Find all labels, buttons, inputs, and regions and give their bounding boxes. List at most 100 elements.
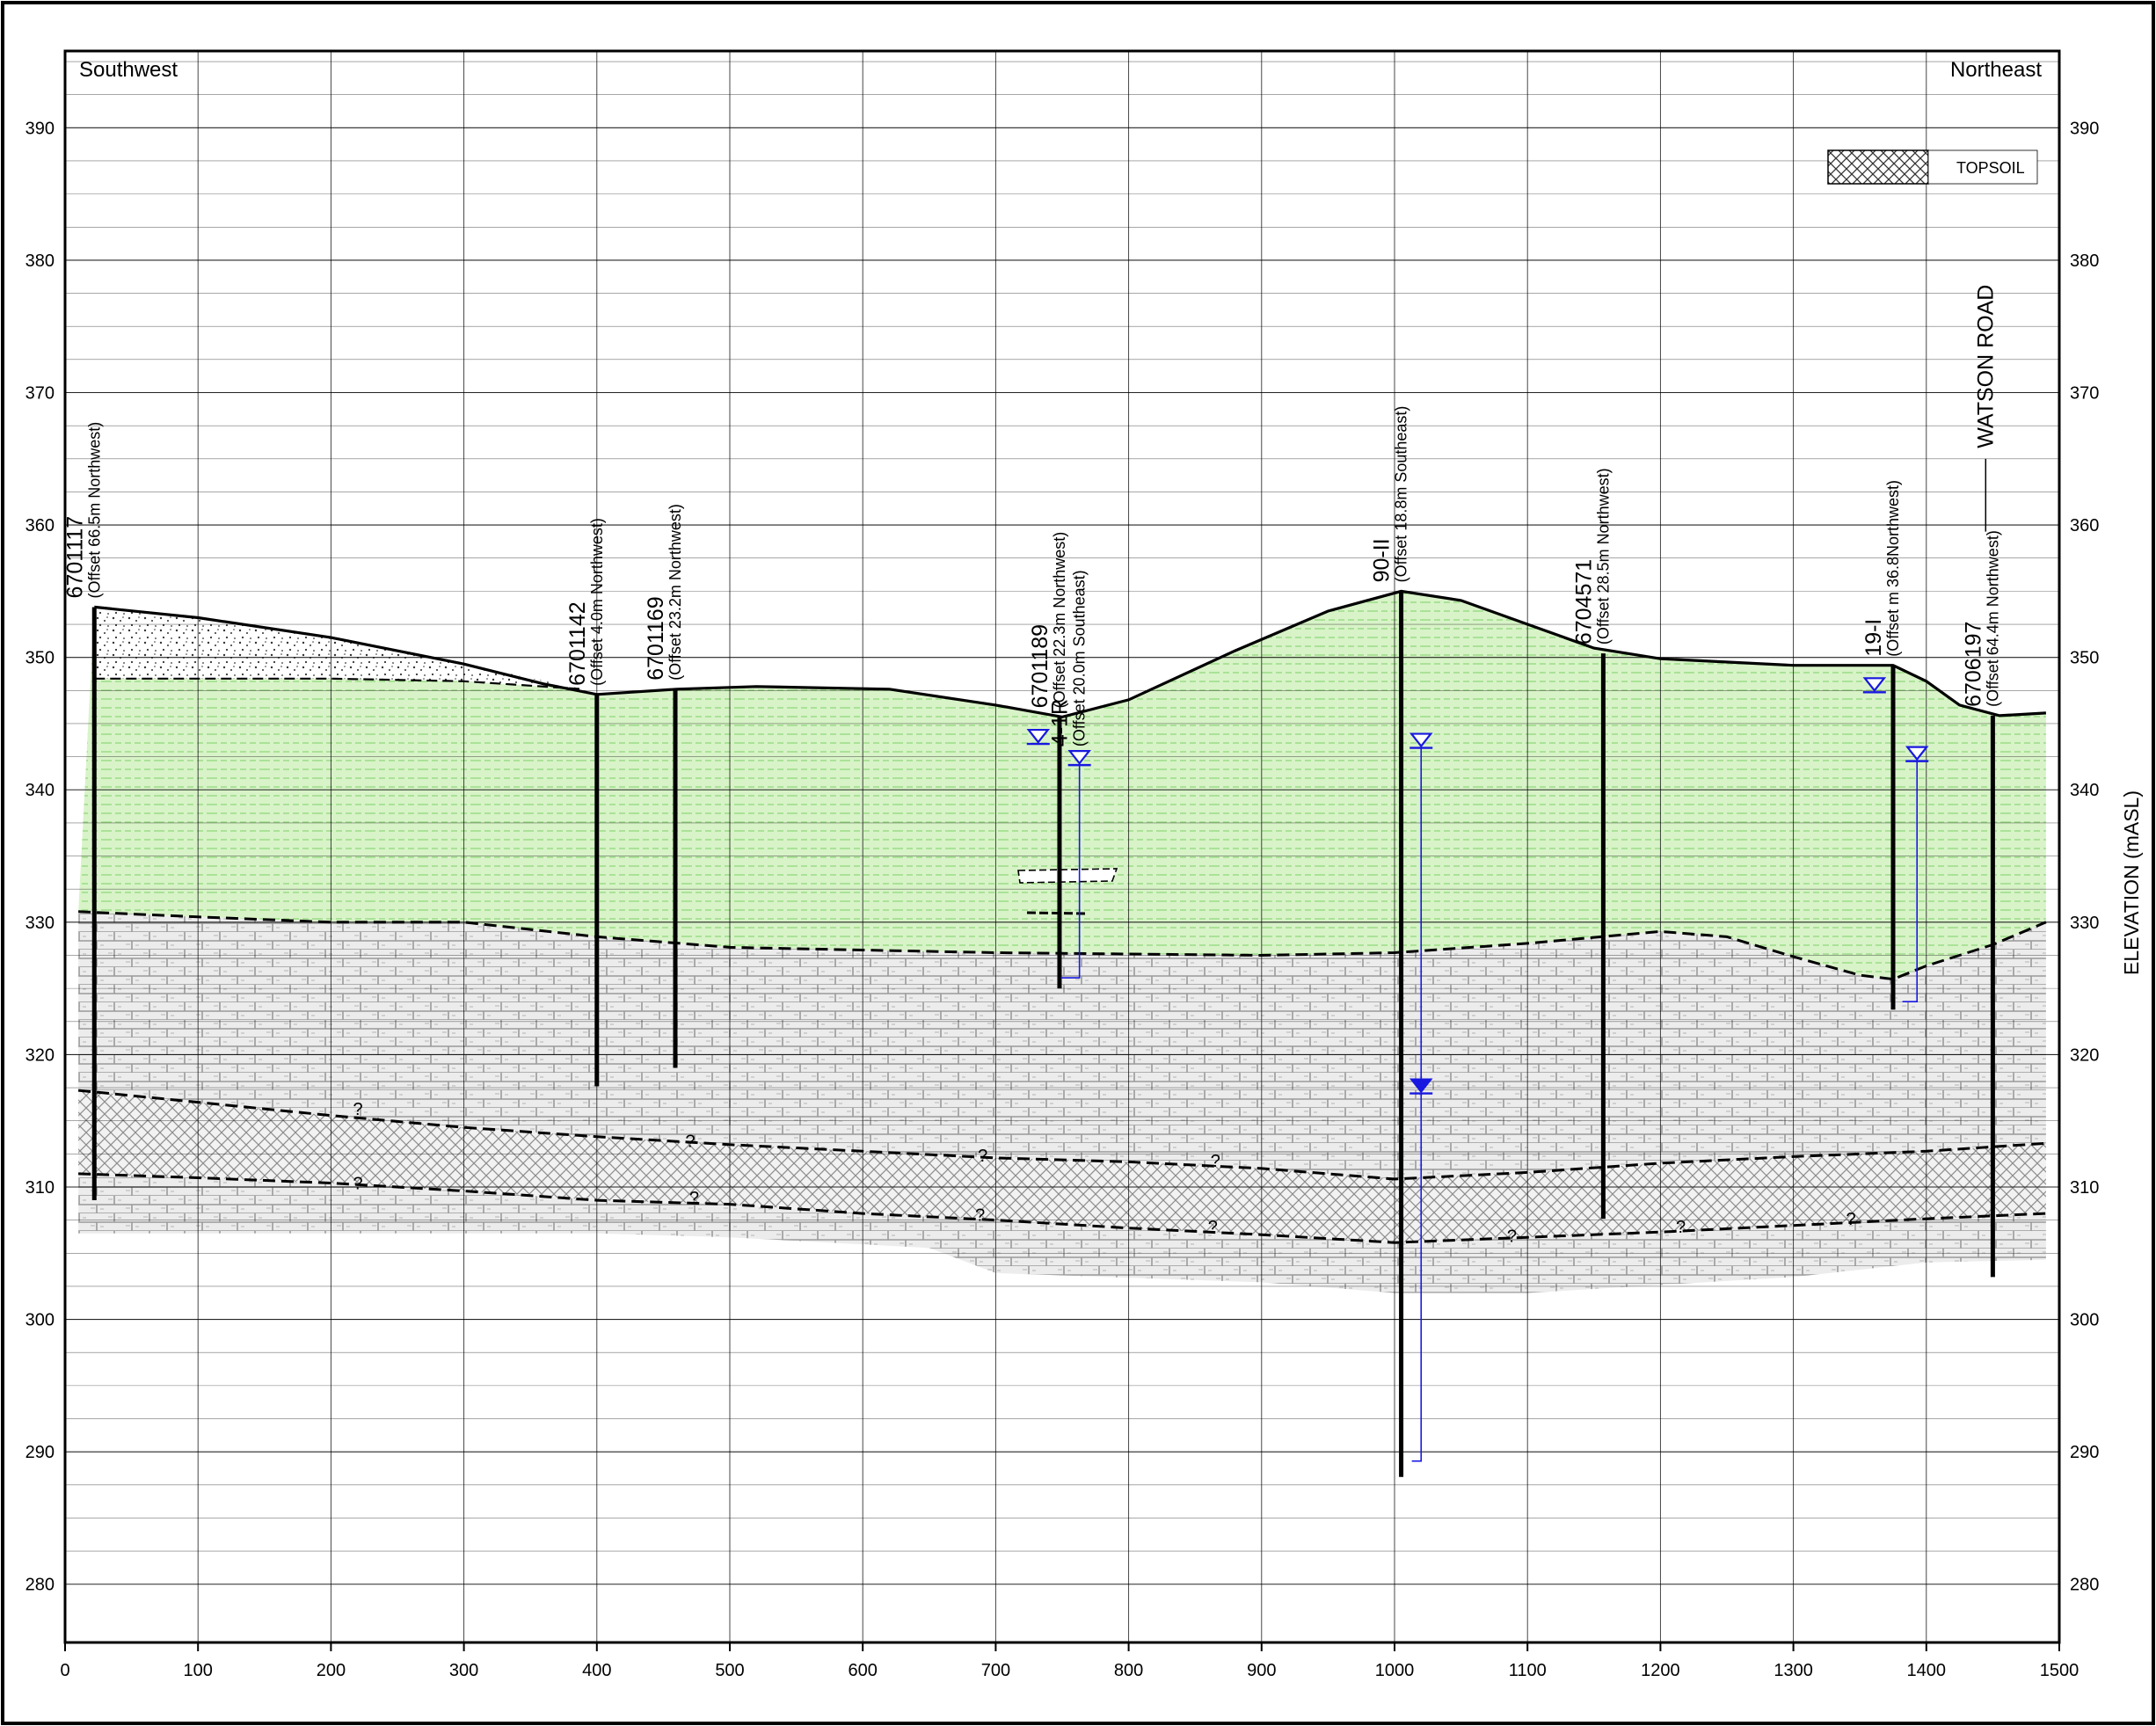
road-label: WATSON ROAD: [1973, 285, 1998, 448]
y-tick-label-left: 280: [25, 1576, 55, 1595]
legend: TOPSOIL: [1827, 149, 2038, 185]
ground-surface-line: [94, 589, 2046, 719]
borehole-label-6701142: 6701142(Offset 4.0m Northwest): [565, 518, 606, 686]
layer-contacts: ???????????: [77, 589, 2047, 1247]
uncertain-contact-marker: ?: [689, 1189, 699, 1208]
road-marker: WATSON ROAD: [1973, 285, 1998, 532]
y-tick-label-right: 310: [2070, 1178, 2099, 1198]
x-tick-label: 100: [184, 1661, 213, 1680]
bedrock-contact-upper: [77, 1089, 2046, 1181]
borehole-offset: (Offset 4.0m Northwest): [588, 518, 606, 686]
x-tick-label: 300: [449, 1661, 478, 1680]
monitoring-well-4-1R: [1060, 755, 1081, 979]
y-tick-label-right: 340: [2070, 781, 2099, 800]
borehole-id: 6704571: [1571, 559, 1596, 645]
x-tick-label: 900: [1247, 1661, 1276, 1680]
water-level-triangle: [1409, 1078, 1433, 1094]
uncertain-contact-marker: ?: [353, 1174, 363, 1193]
y-tick-label-right: 300: [2070, 1311, 2099, 1330]
stratigraphy-layers: [78, 591, 2046, 1293]
borehole-id: 6706197: [1961, 622, 1985, 707]
water-level-triangle: [1862, 677, 1887, 693]
uncertain-contact-marker: ?: [353, 1100, 363, 1119]
uncertain-contact-marker: ?: [686, 1132, 696, 1151]
elevation-grid: [64, 51, 2060, 1642]
water-level-triangle: [1026, 728, 1051, 744]
x-tick-label: 0: [60, 1661, 69, 1680]
borehole-offset: (Offset 66.5m Northwest): [85, 422, 103, 599]
borehole-offset: (Offset 22.3m Northwest): [1051, 532, 1068, 709]
y-tick-label-left: 370: [25, 384, 55, 404]
legend-label-topsoil: TOPSOIL: [1956, 159, 2025, 177]
x-tick-label: 600: [849, 1661, 878, 1680]
fill-layer-stippled: [94, 607, 584, 689]
uncertain-contact-marker: ?: [978, 1147, 987, 1166]
borehole-label-6704571: 6704571(Offset 28.5m Northwest): [1571, 468, 1612, 645]
uncertain-contact-marker: ?: [1208, 1218, 1218, 1237]
borehole-label-6701189: 6701189(Offset 22.3m Northwest): [1028, 532, 1068, 709]
x-tick-label: 1200: [1641, 1661, 1680, 1680]
x-tick-label: 1400: [1907, 1661, 1947, 1680]
monitoring-well-90-II: [1411, 746, 1423, 1462]
y-tick-label-left: 330: [25, 914, 55, 933]
plot-border: [63, 49, 2061, 1644]
x-tick-label: 200: [317, 1661, 346, 1680]
water-level-triangle: [1409, 732, 1433, 748]
uncertain-contact-marker: ?: [1507, 1227, 1517, 1247]
borehole-label-4-1R: 4-1R(Offset 20.0m Southeast): [1048, 570, 1089, 746]
y-tick-label-right: 360: [2070, 516, 2099, 535]
bedrock-upper-layer: [78, 911, 2046, 1179]
borehole-offset: (Offset 20.0m Southeast): [1071, 570, 1089, 746]
y-tick-label-left: 350: [25, 649, 55, 668]
x-tick-label: 1500: [2040, 1661, 2080, 1680]
borehole-id: 19-I: [1861, 619, 1886, 657]
y-tick-label-right: 320: [2070, 1045, 2099, 1065]
y-tick-label-left: 320: [25, 1045, 55, 1065]
x-tick-label: 700: [981, 1661, 1010, 1680]
uncertain-contact-marker: ?: [1211, 1152, 1220, 1171]
sand-lens: [1017, 868, 1118, 884]
direction-label-right: Northeast: [1950, 58, 2042, 82]
borehole-logs: 6701117(Offset 66.5m Northwest)6701142(O…: [62, 406, 2001, 1477]
borehole-label-90-II: 90-II(Offset 18.8m Southeast): [1370, 406, 1410, 583]
x-tick-label: 500: [715, 1661, 744, 1680]
y-tick-label-left: 380: [25, 251, 55, 271]
borehole-id: 6701142: [565, 601, 590, 685]
y-tick-label-left: 310: [25, 1178, 55, 1198]
borehole-label-6706197: 6706197(Offset 64.4m Northwest): [1961, 530, 2001, 707]
clay-base-contact: [78, 910, 2047, 981]
legend-box: [1927, 149, 2038, 185]
water-level-triangle: [1905, 746, 1929, 761]
monitoring-well-19-I: [1902, 759, 1919, 1002]
y-tick-label-left: 390: [25, 119, 55, 138]
y-axis-title: ELEVATION (mASL): [2120, 790, 2143, 975]
x-tick-label: 1000: [1375, 1661, 1415, 1680]
borehole-offset: (Offset 64.4m Northwest): [1984, 530, 2001, 707]
x-tick-label: 1300: [1774, 1661, 1813, 1680]
borehole-id: 4-1R: [1048, 699, 1073, 746]
water-level-markers: [1026, 677, 1929, 1095]
borehole-label-6701117: 6701117(Offset 66.5m Northwest): [62, 422, 103, 599]
direction-label-left: Southwest: [79, 58, 178, 82]
clay-layer: [78, 591, 2046, 980]
water-level-triangle: [1067, 750, 1091, 765]
y-tick-label-left: 360: [25, 516, 55, 535]
y-tick-label-left: 300: [25, 1311, 55, 1330]
y-tick-label-right: 390: [2070, 119, 2099, 138]
borehole-id: 90-II: [1370, 538, 1395, 582]
y-tick-label-left: 340: [25, 781, 55, 800]
fill-base-contact: [94, 677, 584, 690]
borehole-offset: (Offset m 36.8Northwest): [1884, 480, 1902, 657]
uncertain-contact-marker: ?: [1676, 1218, 1686, 1237]
borehole-offset: (Offset 23.2m Northwest): [666, 504, 684, 681]
borehole-offset: (Offset 18.8m Southeast): [1393, 406, 1410, 583]
sand-lens-thin: [1026, 911, 1086, 915]
borehole-label-19-I: 19-I(Offset m 36.8Northwest): [1861, 480, 1902, 657]
borehole-label-6701169: 6701169(Offset 23.2m Northwest): [644, 504, 684, 681]
uncertain-contact-marker: ?: [1846, 1210, 1855, 1229]
x-tick-label: 400: [582, 1661, 611, 1680]
borehole-id: 6701169: [644, 596, 668, 680]
